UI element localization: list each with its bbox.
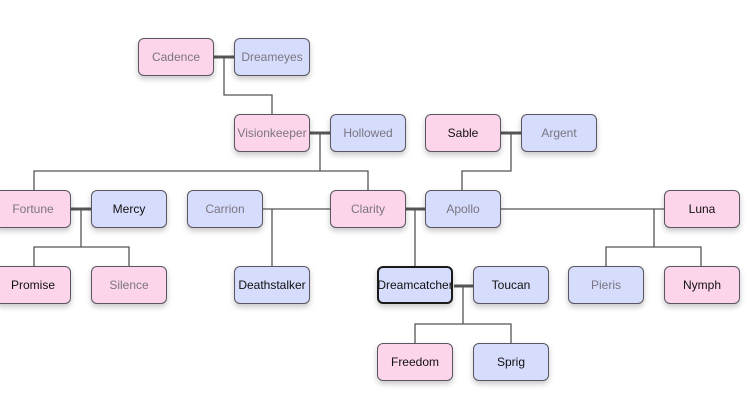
person-name: Dreamcatcher: [377, 278, 453, 292]
person-name: Cadence: [151, 50, 201, 64]
person-node-mercy[interactable]: Mercy: [91, 190, 167, 228]
person-node-toucan[interactable]: Toucan: [473, 266, 549, 304]
person-name: Fortune: [12, 202, 54, 216]
descent-line: [461, 133, 512, 190]
person-name: Clarity: [350, 202, 385, 216]
person-node-apollo[interactable]: Apollo: [425, 190, 501, 228]
person-name: Visionkeeper: [237, 126, 307, 140]
person-node-argent[interactable]: Argent: [521, 114, 597, 152]
person-name: Luna: [688, 202, 716, 216]
person-node-sable[interactable]: Sable: [425, 114, 501, 152]
person-node-luna[interactable]: Luna: [664, 190, 740, 228]
sibling-bar: [33, 170, 369, 190]
person-node-promise[interactable]: Promise: [0, 266, 71, 304]
sibling-bar: [414, 323, 512, 343]
person-node-hollowed[interactable]: Hollowed: [330, 114, 406, 152]
person-name: Sprig: [496, 355, 525, 369]
person-node-deathstalker[interactable]: Deathstalker: [234, 266, 310, 304]
person-name: Pieris: [590, 278, 621, 292]
person-node-dreamcatcher[interactable]: Dreamcatcher: [377, 266, 453, 304]
person-node-silence[interactable]: Silence: [91, 266, 167, 304]
person-node-pieris[interactable]: Pieris: [568, 266, 644, 304]
person-name: Toucan: [491, 278, 531, 292]
person-name: Promise: [10, 278, 55, 292]
sibling-bar: [605, 246, 702, 266]
person-name: Deathstalker: [238, 278, 306, 292]
person-node-clarity[interactable]: Clarity: [330, 190, 406, 228]
person-name: Silence: [109, 278, 149, 292]
person-name: Carrion: [205, 202, 245, 216]
person-name: Mercy: [112, 202, 146, 216]
person-node-nymph[interactable]: Nymph: [664, 266, 740, 304]
person-node-visionkeeper[interactable]: Visionkeeper: [234, 114, 310, 152]
person-node-fortune[interactable]: Fortune: [0, 190, 71, 228]
person-name: Freedom: [390, 355, 440, 369]
person-name: Hollowed: [343, 126, 393, 140]
person-name: Sable: [447, 126, 479, 140]
person-name: Argent: [541, 126, 577, 140]
person-node-freedom[interactable]: Freedom: [377, 343, 453, 381]
person-name: Nymph: [682, 278, 721, 292]
person-node-dreameyes[interactable]: Dreameyes: [234, 38, 310, 76]
person-node-sprig[interactable]: Sprig: [473, 343, 549, 381]
person-node-carrion[interactable]: Carrion: [187, 190, 263, 228]
descent-line: [223, 57, 273, 114]
person-name: Apollo: [446, 202, 480, 216]
person-node-cadence[interactable]: Cadence: [138, 38, 214, 76]
sibling-bar: [33, 246, 130, 266]
person-name: Dreameyes: [241, 50, 303, 64]
